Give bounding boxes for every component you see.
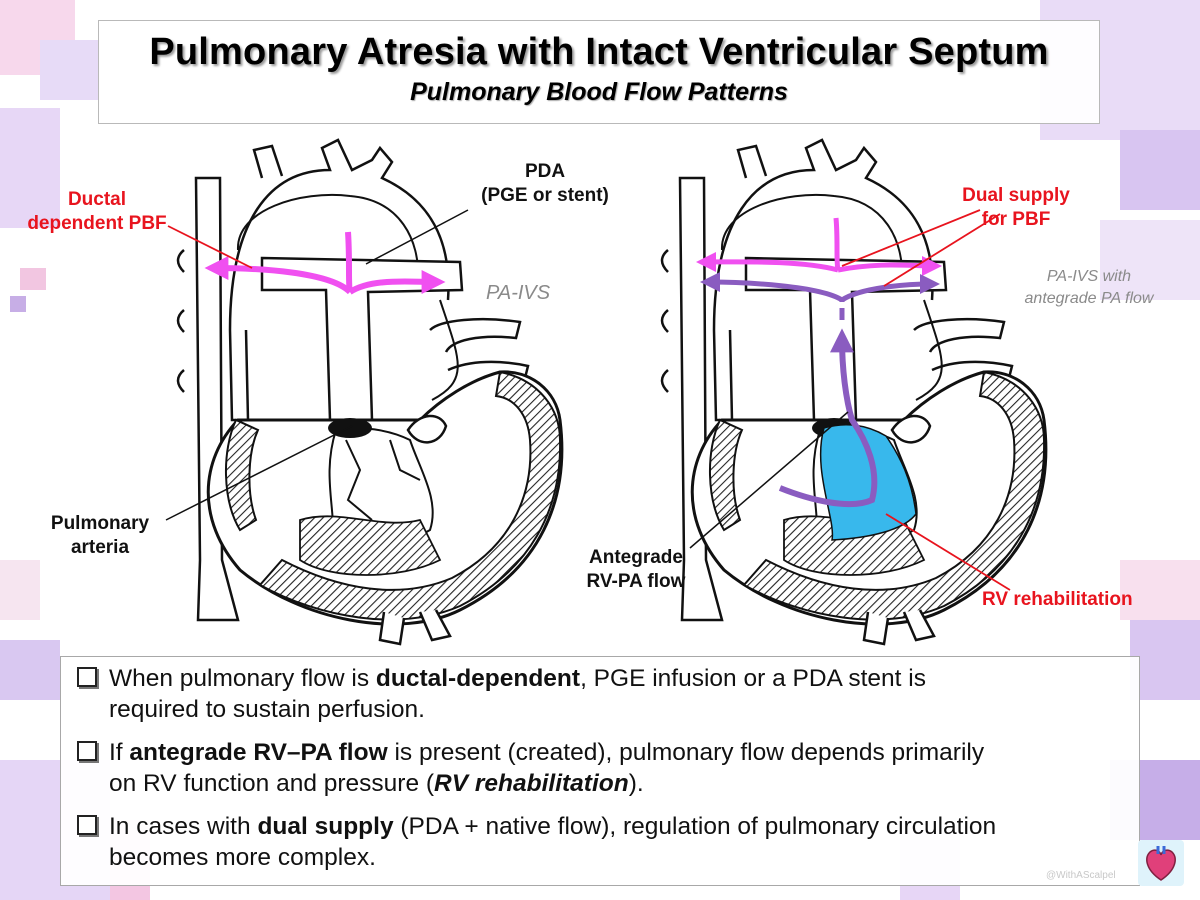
- checkbox-square-icon: [77, 814, 97, 835]
- leader-dual-1: [841, 209, 981, 267]
- bullet-1-line2: required to sustain perfusion.: [109, 696, 425, 723]
- page-title: Pulmonary Atresia with Intact Ventricula…: [149, 31, 1049, 73]
- antegrade-flow-branch-r: [840, 274, 940, 303]
- deco-square: [0, 108, 60, 228]
- bullet-1-text-a: When pulmonary flow is: [109, 665, 376, 692]
- bullet-2-line2b: RV rehabilitation: [434, 770, 629, 797]
- pda-flow-arrow-left: [345, 231, 353, 293]
- label-pa-ivs: PA-IVS: [486, 282, 551, 304]
- bullet-item-2: If antegrade RV–PA flow is present (crea…: [77, 737, 1127, 799]
- label-dual-line2: for PBF: [981, 209, 1051, 230]
- title-box: Pulmonary Atresia with Intact Ventricula…: [98, 20, 1100, 124]
- heart-logo-icon: [1138, 840, 1184, 886]
- pda-flow-arrow-left-branch-r: [348, 269, 446, 295]
- bullet-1-bold: ductal-dependent: [375, 665, 581, 692]
- bullet-3-line2: becomes more complex.: [109, 844, 376, 871]
- label-pda: PDA (PGE or stent): [460, 160, 630, 208]
- leader-pda: [365, 209, 469, 265]
- label-pa-ivs-antegrade: PA-IVS with antegrade PA flow: [1006, 266, 1172, 310]
- leader-pulmonary: [165, 425, 353, 521]
- deco-square: [10, 296, 26, 312]
- bullet-item-3: In cases with dual supply (PDA + native …: [77, 811, 1127, 873]
- label-pda-line2: (PGE or stent): [481, 185, 609, 206]
- bullet-3-text-b: (PDA + native flow), regulation of pulmo…: [393, 813, 997, 840]
- label-ductal-dependent: Ductal dependent PBF: [22, 188, 172, 236]
- deco-square: [1120, 560, 1200, 620]
- label-dual-line1: Dual supply: [962, 185, 1070, 206]
- label-antegrade-line1: Antegrade: [589, 547, 683, 568]
- credit-watermark: @WithAScalpel: [1046, 870, 1116, 881]
- label-pulmonary-line2: arteria: [70, 537, 130, 558]
- bullet-2-line2a: on RV function and pressure (: [109, 770, 435, 797]
- bullet-2-text-b: is present (created), pulmonary flow dep…: [387, 739, 985, 766]
- rv-rehab-fill: [819, 423, 917, 541]
- label-pulmonary-arteria: Pulmonary arteria: [30, 512, 170, 560]
- bullet-list: When pulmonary flow is ductal-dependent,…: [60, 656, 1140, 886]
- deco-square: [1100, 220, 1200, 300]
- leader-antegrade: [689, 411, 849, 549]
- bullet-2-text-a: If: [109, 739, 130, 766]
- label-pulmonary-line1: Pulmonary: [50, 513, 150, 534]
- bullet-item-1: When pulmonary flow is ductal-dependent,…: [77, 663, 1127, 725]
- label-pa-ivs-antegrade-line1: PA-IVS with: [1046, 268, 1132, 285]
- page-subtitle: Pulmonary Blood Flow Patterns: [410, 78, 788, 106]
- label-rv-rehabilitation: RV rehabilitation: [982, 589, 1133, 610]
- heart-left: [176, 138, 564, 646]
- leader-rv-rehab: [885, 513, 1011, 591]
- bullet-2-line2c: ).: [628, 770, 644, 797]
- pda-flow-arrow-right: [833, 217, 841, 271]
- checkbox-square-icon: [77, 666, 97, 687]
- bullet-3-bold: dual supply: [257, 813, 394, 840]
- checkbox-square-icon: [77, 740, 97, 761]
- deco-square: [1120, 130, 1200, 210]
- label-ductal-line1: Ductal: [67, 189, 127, 210]
- deco-square: [20, 268, 46, 290]
- label-antegrade-flow: Antegrade RV-PA flow: [566, 546, 706, 594]
- leader-ductal: [167, 225, 253, 269]
- deco-square: [40, 40, 100, 100]
- pda-flow-arrow-left-branch-l: [204, 256, 353, 295]
- deco-square: [1130, 620, 1200, 700]
- label-pda-line1: PDA: [524, 161, 566, 182]
- label-ductal-line2: dependent PBF: [27, 213, 167, 234]
- label-antegrade-line2: RV-PA flow: [586, 571, 686, 592]
- leader-dual-2: [883, 213, 1001, 287]
- pda-flow-arrow-right-branch-r: [837, 255, 942, 276]
- deco-square: [0, 640, 60, 700]
- bullet-1-text-b: , PGE infusion or a PDA stent is: [580, 665, 926, 692]
- antegrade-flow-arrow: [778, 328, 878, 508]
- bullet-3-text-a: In cases with: [109, 813, 258, 840]
- label-pa-ivs-antegrade-line2: antegrade PA flow: [1024, 290, 1154, 307]
- pda-flow-arrow-right-branch-l: [696, 251, 839, 273]
- antegrade-flow-branch-l: [700, 272, 844, 303]
- deco-square: [0, 560, 40, 620]
- label-dual-supply: Dual supply for PBF: [946, 184, 1086, 232]
- bullet-2-bold: antegrade RV–PA flow: [129, 739, 388, 766]
